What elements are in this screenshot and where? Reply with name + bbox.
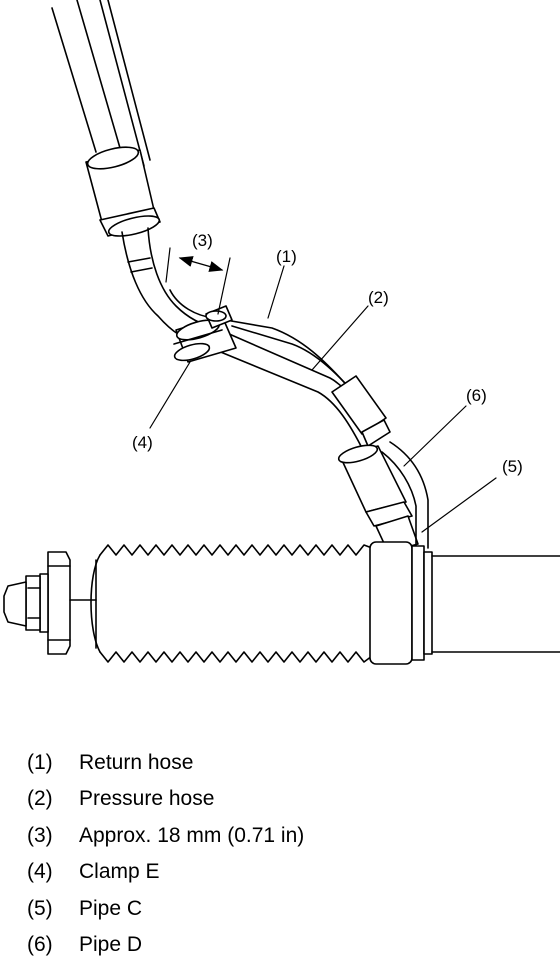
legend: (1) Return hose (2) Pressure hose (3) Appro… <box>27 748 304 966</box>
leader-line-1 <box>267 265 285 319</box>
legend-text: Return hose <box>79 751 194 774</box>
legend-item: (3) Approx. 18 mm (0.71 in) <box>27 821 304 857</box>
legend-number: (5) <box>27 896 53 920</box>
legend-text: Approx. 18 mm (0.71 in) <box>79 823 305 847</box>
lower-fitting-upper <box>331 375 391 447</box>
rack-housing-end <box>369 541 560 665</box>
legend-item: (2) Pressure hose <box>27 784 304 820</box>
legend-item: (1) Return hose <box>27 748 304 784</box>
legend-item: (4) Clamp E <box>27 857 304 893</box>
pipe-d-right-inner <box>381 451 417 549</box>
callout-2: (2) <box>368 288 389 307</box>
callout-4: (4) <box>132 433 153 452</box>
clamp-e <box>173 305 237 363</box>
legend-number: (2) <box>27 787 53 811</box>
legend-text: Pressure hose <box>79 787 215 811</box>
pipe-d-right <box>389 441 429 549</box>
leader-line-2 <box>311 305 369 371</box>
callout-6: (6) <box>466 386 487 405</box>
legend-text: Pipe D <box>79 932 143 956</box>
upper-hose-fitting <box>85 146 161 237</box>
callout-3: (3) <box>192 231 213 250</box>
legend-item: (5) Pipe C <box>27 894 304 930</box>
legend-text: Pipe C <box>79 896 143 920</box>
leader-line-4 <box>149 361 191 429</box>
leader-line-5 <box>421 477 497 533</box>
legend-number: (6) <box>27 932 53 956</box>
callout-5: (5) <box>502 457 523 476</box>
legend-text: Clamp E <box>79 860 160 884</box>
legend-item: (6) Pipe D <box>27 930 304 966</box>
callout-1: (1) <box>276 247 297 266</box>
legend-number: (3) <box>27 823 53 847</box>
lower-fitting-lower <box>337 444 419 553</box>
dimension-18mm <box>165 247 231 315</box>
upper-hoses <box>51 0 151 167</box>
hose-routing-diagram: (1) (2) (3) (4) (5) (6) <box>3 0 560 665</box>
leader-line-6 <box>403 405 467 467</box>
rack-boot <box>90 544 373 663</box>
legend-number: (1) <box>27 751 53 774</box>
tie-rod-end <box>3 551 97 655</box>
legend-number: (4) <box>27 860 53 884</box>
